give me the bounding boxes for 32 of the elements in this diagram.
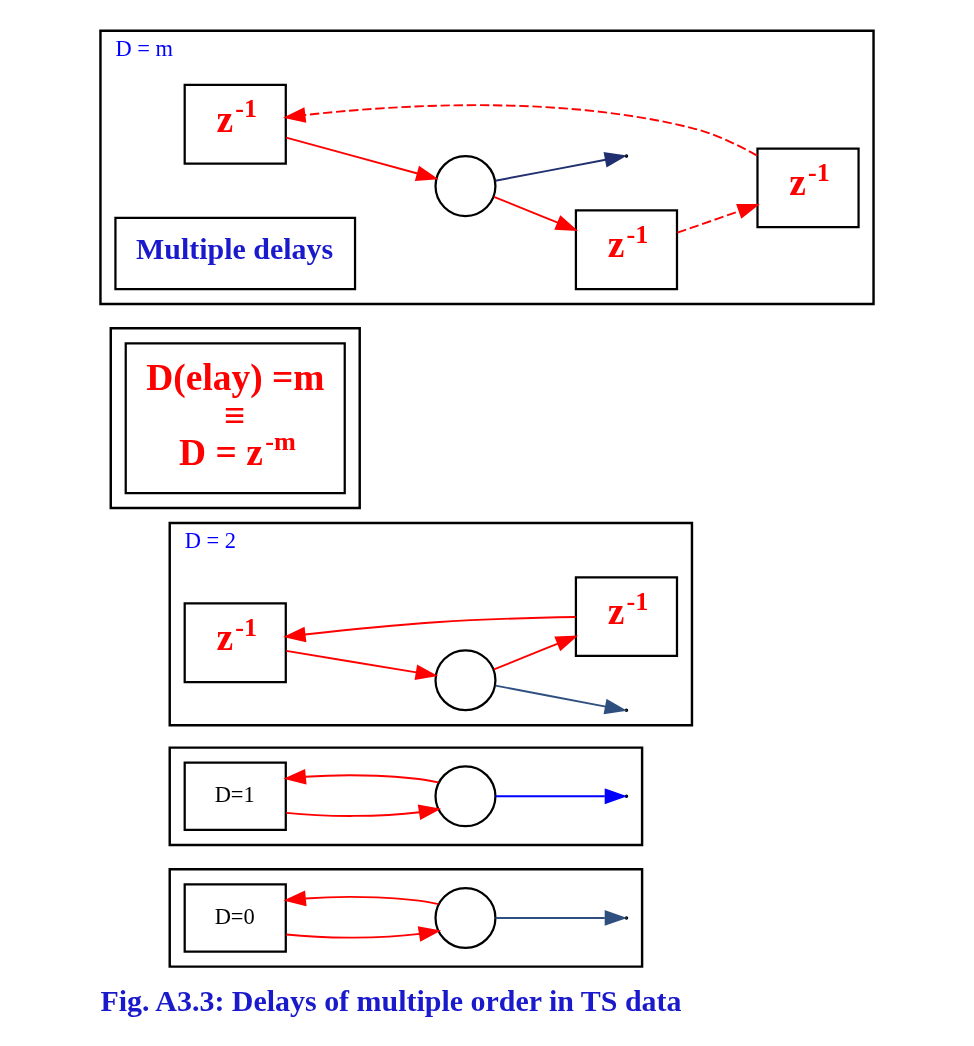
arrow [494, 152, 628, 182]
arrow [494, 788, 628, 805]
node-circle [434, 649, 497, 712]
arrow [285, 650, 439, 681]
arrow [283, 104, 758, 157]
node-box: z$^{-1}$ [756, 147, 860, 229]
arrow [494, 684, 628, 715]
node-box: z$^{-1}$ [183, 602, 287, 684]
arrow [285, 804, 442, 821]
arrow [494, 910, 628, 926]
arrow [285, 136, 439, 181]
node-box: z$^{-1}$ [574, 576, 679, 658]
cluster [109, 327, 361, 510]
node-box: Multiple delays [114, 216, 357, 291]
arrow [283, 768, 440, 785]
arrow [493, 635, 579, 671]
arrow [676, 203, 760, 234]
node-box: z$^{-1}$ [183, 83, 287, 165]
arrow [283, 890, 440, 907]
node-box: D(elay) =m ≡ D = z$^{-m}$ [124, 342, 346, 495]
node-circle [434, 155, 497, 218]
caption: Fig. A3.3: Delays of multiple order in TS data [100, 984, 682, 1018]
node-circle [434, 765, 497, 828]
cluster [168, 746, 644, 847]
arrow [283, 616, 577, 643]
arrow [285, 926, 442, 942]
node-box: z$^{-1}$ [574, 209, 679, 291]
arrow [493, 195, 579, 231]
node-box: D=1 [183, 761, 287, 832]
node-circle [434, 886, 497, 950]
cluster [168, 868, 644, 968]
node-box: D=0 [183, 883, 287, 953]
